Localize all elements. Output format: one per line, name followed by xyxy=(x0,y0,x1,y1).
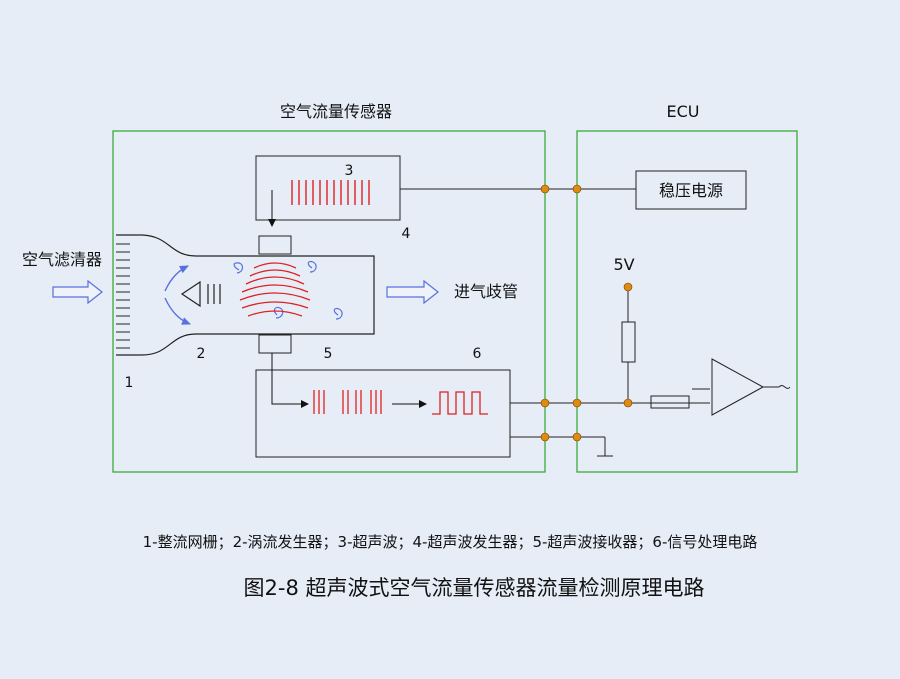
label-2: 2 xyxy=(197,346,206,362)
figure-caption: 图2-8 超声波式空气流量传感器流量检测原理电路 xyxy=(243,576,705,600)
receiver-feed-line xyxy=(271,353,309,408)
vortex-swirls xyxy=(233,260,343,320)
ecu-title: ECU xyxy=(667,102,700,121)
regulated-power-supply-box xyxy=(635,170,747,210)
label-6: 6 xyxy=(473,346,482,362)
intake-body xyxy=(116,234,375,356)
pullup-resistor xyxy=(621,321,636,363)
voltage-label: 5V xyxy=(613,255,634,274)
sensor-title: 空气流量传感器 xyxy=(280,102,392,121)
rectifier-grid xyxy=(116,243,130,349)
amplifier-triangle xyxy=(711,358,765,416)
output-tail xyxy=(778,385,791,389)
ultrasonic-pulse-train-top xyxy=(291,180,370,205)
series-resistor xyxy=(650,395,690,409)
legend-text: 1-整流网栅；2-涡流发生器；3-超声波；4-超声波发生器；5-超声波接收器；6… xyxy=(142,533,758,551)
square-wave-output xyxy=(432,391,488,415)
inlet-flow-arrow xyxy=(52,279,103,305)
vortex-generator xyxy=(180,280,221,308)
sensor-box xyxy=(112,130,546,473)
signal-processing-box xyxy=(255,369,511,458)
receiver-transducer xyxy=(258,334,292,354)
junction-dots xyxy=(540,184,633,442)
ultrasonic-generator-box xyxy=(255,155,401,221)
label-4: 4 xyxy=(402,226,411,242)
flow-curves xyxy=(164,265,191,325)
ultrasonic-waves xyxy=(239,262,311,317)
label-1: 1 xyxy=(125,375,134,391)
air-filter-label: 空气滤清器 xyxy=(22,250,102,269)
ecu-box xyxy=(576,130,798,473)
wiring xyxy=(400,188,779,457)
ultrasonic-pulse-train-received xyxy=(313,390,382,414)
regulated-power-supply-label: 稳压电源 xyxy=(659,181,723,200)
intake-manifold-label: 进气歧管 xyxy=(454,282,518,301)
label-3: 3 xyxy=(345,163,354,179)
transmitter-transducer xyxy=(258,235,292,255)
label-5: 5 xyxy=(324,346,333,362)
outlet-flow-arrow xyxy=(386,279,439,305)
